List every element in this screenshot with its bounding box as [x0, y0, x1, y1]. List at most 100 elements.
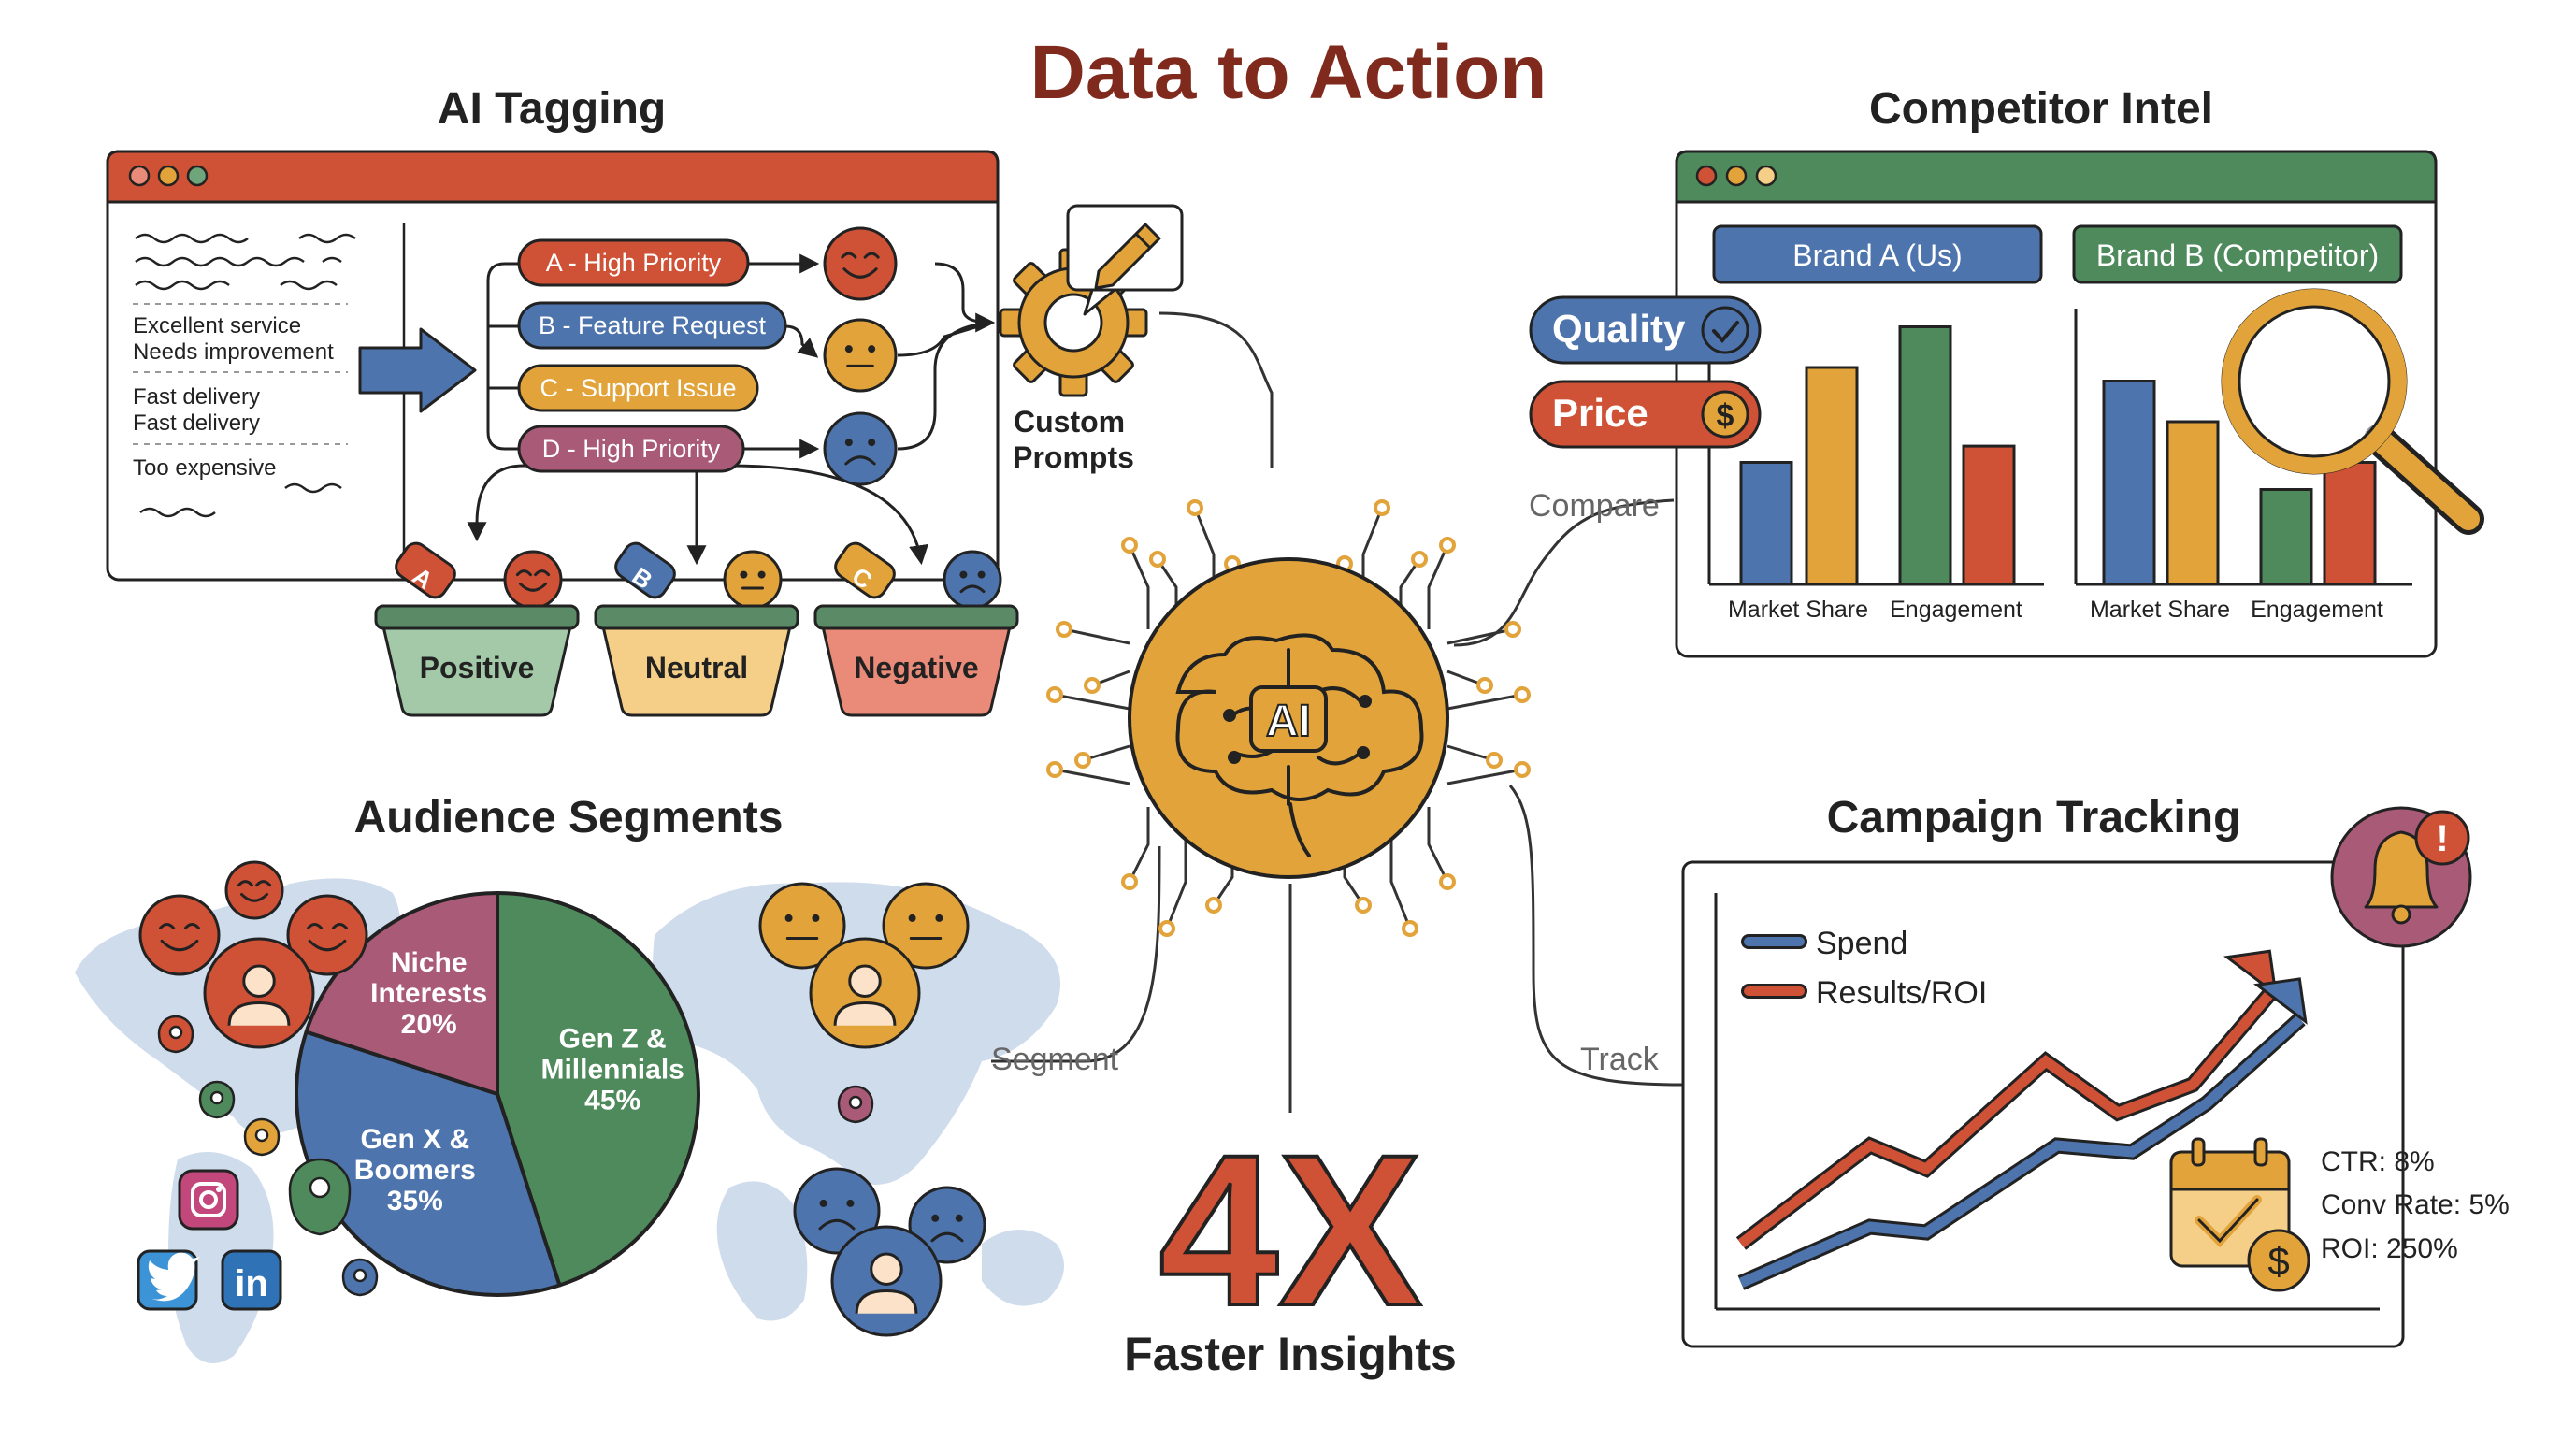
dollar-icon	[1701, 390, 1749, 439]
campaign-legend: Spend Results/ROI	[1741, 926, 1987, 1011]
check-icon	[1701, 306, 1749, 354]
pie-slice	[304, 891, 499, 1096]
circuit-node	[1514, 686, 1531, 703]
bar	[1805, 366, 1859, 586]
circuit-node	[1514, 761, 1531, 778]
quality-label: Quality	[1552, 307, 1686, 351]
price-chip: Price $	[1529, 380, 1762, 449]
segment-label: Segment	[991, 1042, 1119, 1077]
competitor-intel-heading: Competitor Intel	[1869, 84, 2213, 134]
hero-value: 4X	[1158, 1110, 1421, 1350]
circuit-node	[1504, 621, 1521, 638]
twitter-icon	[137, 1249, 200, 1311]
bar	[2259, 488, 2313, 586]
brand-b-badge	[2072, 224, 2403, 284]
x-tick-label: Market Share	[1728, 597, 1868, 623]
feedback-line: Needs improvement	[133, 339, 334, 365]
window-dot-icon	[1755, 165, 1777, 187]
person-avatar-icon	[830, 1225, 943, 1337]
feedback-line: Too expensive	[133, 455, 276, 481]
track-label: Track	[1580, 1042, 1660, 1077]
window-dot-icon	[128, 165, 151, 187]
pie-slice-label: Gen Z &	[559, 1023, 667, 1054]
instagram-icon	[178, 1169, 239, 1231]
tag-token	[614, 541, 676, 599]
price-label: Price	[1552, 391, 1648, 435]
tag-pill: C - Support Issue	[517, 364, 759, 412]
circuit-node	[1121, 537, 1138, 554]
window-dot-icon	[157, 165, 180, 187]
campaign-axes	[1714, 893, 2380, 1311]
bar	[1962, 444, 2016, 586]
circuit-node	[1402, 920, 1418, 937]
ai-core: AI	[1128, 557, 1449, 879]
neutral-face-icon	[823, 318, 898, 393]
basket-label: Negative	[854, 651, 978, 684]
brand-a-label: Brand A (Us)	[1792, 238, 1962, 272]
emoji-faces	[823, 226, 898, 486]
tag-token	[395, 541, 456, 599]
circuit-node	[1374, 499, 1390, 516]
basket-face-icon	[943, 550, 1002, 610]
bar	[2102, 380, 2156, 586]
bell-alert-icon: !	[2330, 806, 2472, 948]
audience-pie-chart	[295, 891, 700, 1297]
person-avatar-icon	[203, 937, 315, 1049]
dashed-separators	[133, 303, 348, 445]
bar	[1739, 461, 1793, 586]
basket-label: Neutral	[645, 651, 748, 684]
brand-b-label: Brand B (Competitor)	[2096, 238, 2379, 272]
window-dot-icon	[1725, 165, 1748, 187]
text-squiggles	[135, 233, 356, 518]
tag-label: D - High Priority	[542, 435, 721, 463]
x-tick-label: Engagement	[1890, 597, 2022, 623]
circuit-node	[1046, 686, 1063, 703]
metric-ctr: CTR: 8%	[2321, 1146, 2435, 1177]
results-roi-line	[1737, 987, 2277, 1248]
sad-face-icon	[823, 411, 898, 486]
brand-a-badge	[1712, 224, 2043, 284]
svg-text:$: $	[1717, 398, 1734, 434]
happy-face-icon	[224, 860, 284, 920]
circuit-node	[1476, 677, 1493, 694]
magnifier-icon	[2221, 288, 2484, 535]
map-pins	[157, 1015, 874, 1297]
circuit-node	[1158, 920, 1175, 937]
circuit-node	[1205, 897, 1222, 914]
pie-slice-label: Gen X &	[360, 1124, 469, 1155]
connector-track	[1508, 785, 1684, 1087]
audience-people	[138, 860, 986, 1337]
pie-slice-label: Millennials	[540, 1054, 684, 1085]
pie-slice-label: Interests	[370, 978, 487, 1009]
brand-a-bars	[1739, 325, 2016, 586]
connector-tagging	[1158, 311, 1274, 468]
circuit-node	[1056, 621, 1072, 638]
bar	[2323, 461, 2377, 586]
legend-spend: Spend	[1816, 926, 1907, 961]
window-dot-icon	[1695, 165, 1718, 187]
circuit-node	[1411, 551, 1428, 568]
process-arrow-icon	[358, 327, 477, 413]
pie-slice-label: 20%	[401, 1009, 457, 1040]
circuit-node	[1074, 752, 1091, 769]
sad-face-icon	[908, 1186, 986, 1264]
circuit-node	[1121, 873, 1138, 890]
ai-tagging-heading: AI Tagging	[438, 84, 666, 134]
arrow-head	[2253, 977, 2308, 1025]
tag-pill: B - Feature Request	[517, 301, 787, 350]
neutral-face-icon	[882, 882, 970, 970]
x-tick-label: Market Share	[2090, 597, 2230, 623]
pie-slice-label: Niche	[391, 947, 468, 978]
audience-heading: Audience Segments	[354, 793, 784, 842]
legend-results: Results/ROI	[1816, 975, 1987, 1011]
tag-flow-lines	[467, 253, 996, 566]
pie-slice-label: Boomers	[354, 1155, 476, 1186]
page-title: Data to Action	[1030, 30, 1547, 115]
hero-caption: Faster Insights	[1124, 1328, 1457, 1380]
